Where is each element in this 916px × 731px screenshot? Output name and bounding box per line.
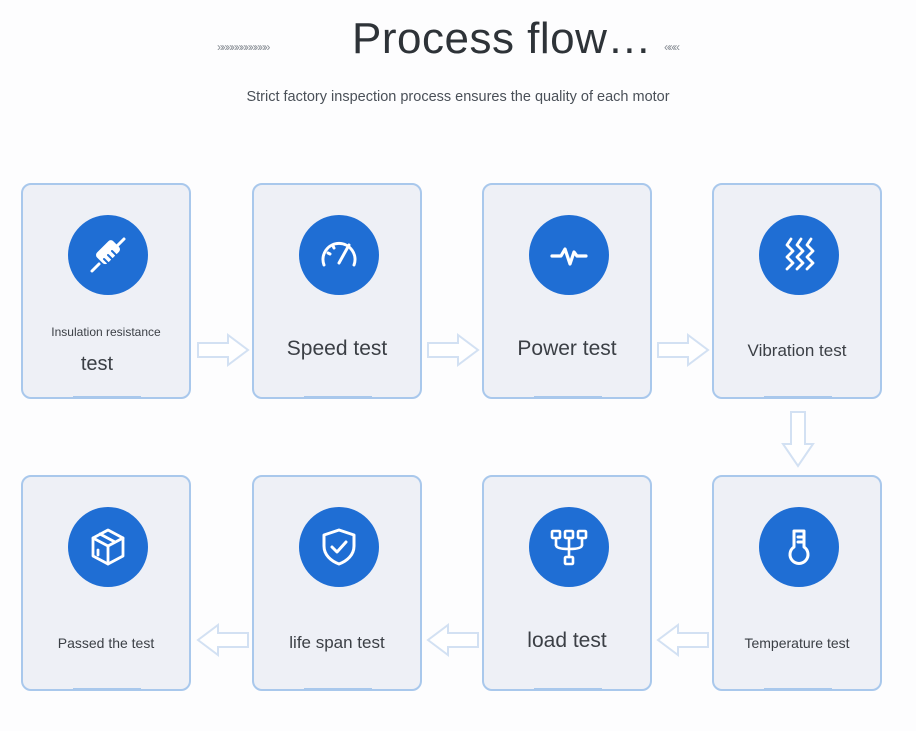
- decorative-arrows-left: »»»»»»»»»»»: [217, 40, 270, 54]
- step-card-power-test: Power test: [482, 183, 652, 399]
- vibration-icon: [759, 215, 839, 295]
- card-accent-bar: [764, 396, 832, 399]
- step-card-life-span-test: life span test: [252, 475, 422, 691]
- step-label: life span test: [289, 633, 385, 652]
- step-label-line1: Insulation resistance: [51, 325, 161, 339]
- decorative-arrows-right: «««: [664, 40, 680, 54]
- step-label: Temperature test: [744, 635, 850, 651]
- step-label-line2: test: [80, 353, 114, 375]
- card-accent-bar: [534, 396, 602, 399]
- arrow-left-icon: [656, 623, 709, 657]
- header: »»»»»»»»»»» Process flow… «««: [0, 14, 916, 70]
- step-card-temperature-test: Temperature test: [712, 475, 882, 691]
- arrow-left-icon: [426, 623, 479, 657]
- step-card-load-test: load test: [482, 475, 652, 691]
- step-label: load test: [527, 629, 607, 652]
- step-card-passed-the-test: Passed the test: [21, 475, 191, 691]
- arrow-right-icon: [197, 333, 250, 367]
- resistor-icon: [68, 215, 148, 295]
- step-card-insulation-resistance-test: Insulation resistance test: [21, 183, 191, 399]
- page-title: Process flow…: [352, 14, 652, 63]
- step-label: Speed test: [286, 337, 388, 360]
- arrow-left-icon: [196, 623, 249, 657]
- step-label: Vibration test: [747, 341, 847, 360]
- arrow-right-icon: [657, 333, 710, 367]
- step-card-speed-test: Speed test: [252, 183, 422, 399]
- hierarchy-icon: [529, 507, 609, 587]
- page-subtitle: Strict factory inspection process ensure…: [246, 89, 670, 105]
- card-accent-bar: [73, 396, 141, 399]
- card-accent-bar: [534, 688, 602, 691]
- thermometer-icon: [759, 507, 839, 587]
- arrow-down-icon: [781, 411, 815, 468]
- speedometer-icon: [299, 215, 379, 295]
- step-label: Power test: [517, 337, 617, 360]
- shield-check-icon: [299, 507, 379, 587]
- step-card-vibration-test: Vibration test: [712, 183, 882, 399]
- card-accent-bar: [73, 688, 141, 691]
- card-accent-bar: [304, 688, 372, 691]
- card-accent-bar: [304, 396, 372, 399]
- box-icon: [68, 507, 148, 587]
- pulse-icon: [529, 215, 609, 295]
- step-label: Passed the test: [57, 635, 155, 651]
- card-accent-bar: [764, 688, 832, 691]
- arrow-right-icon: [427, 333, 480, 367]
